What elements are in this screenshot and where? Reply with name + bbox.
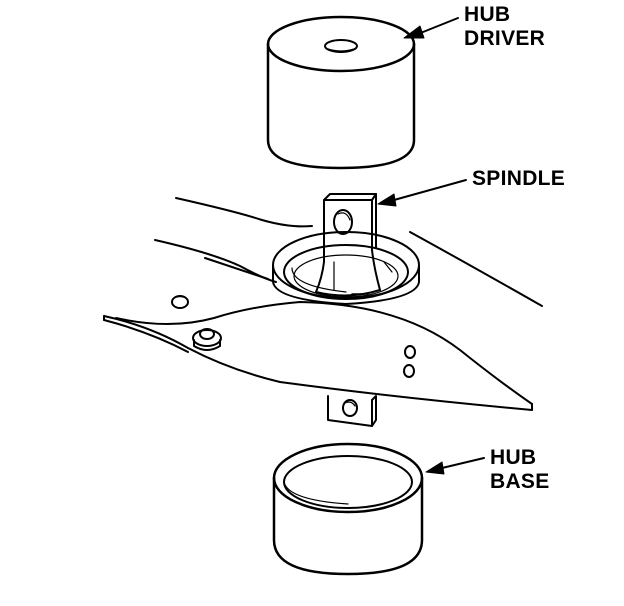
label-hub-driver-line2: DRIVER xyxy=(464,27,546,50)
knuckle-back-arm xyxy=(154,197,543,307)
label-spindle: SPINDLE xyxy=(472,167,566,190)
knuckle-front-arm xyxy=(103,295,533,411)
spindle-bottom xyxy=(327,395,377,427)
spindle xyxy=(315,193,381,297)
label-hub-driver-line1: HUB xyxy=(464,3,511,26)
label-hub-base-line2: BASE xyxy=(490,470,550,493)
spindle-seat xyxy=(272,231,420,305)
hub-driver xyxy=(266,15,416,170)
leader-hub-base xyxy=(425,457,485,475)
label-hub-base: HUB BASE xyxy=(490,446,550,494)
knuckle-hole-upper xyxy=(404,345,416,359)
label-hub-base-line1: HUB xyxy=(490,446,537,469)
spindle-hole xyxy=(333,209,353,235)
label-hub-driver: HUB DRIVER xyxy=(464,3,545,51)
hub-driver-bore xyxy=(324,39,358,53)
hub-base xyxy=(272,442,424,576)
leader-spindle xyxy=(377,179,467,207)
knuckle-hole-lower xyxy=(403,364,415,378)
leader-hub-driver xyxy=(403,17,459,39)
